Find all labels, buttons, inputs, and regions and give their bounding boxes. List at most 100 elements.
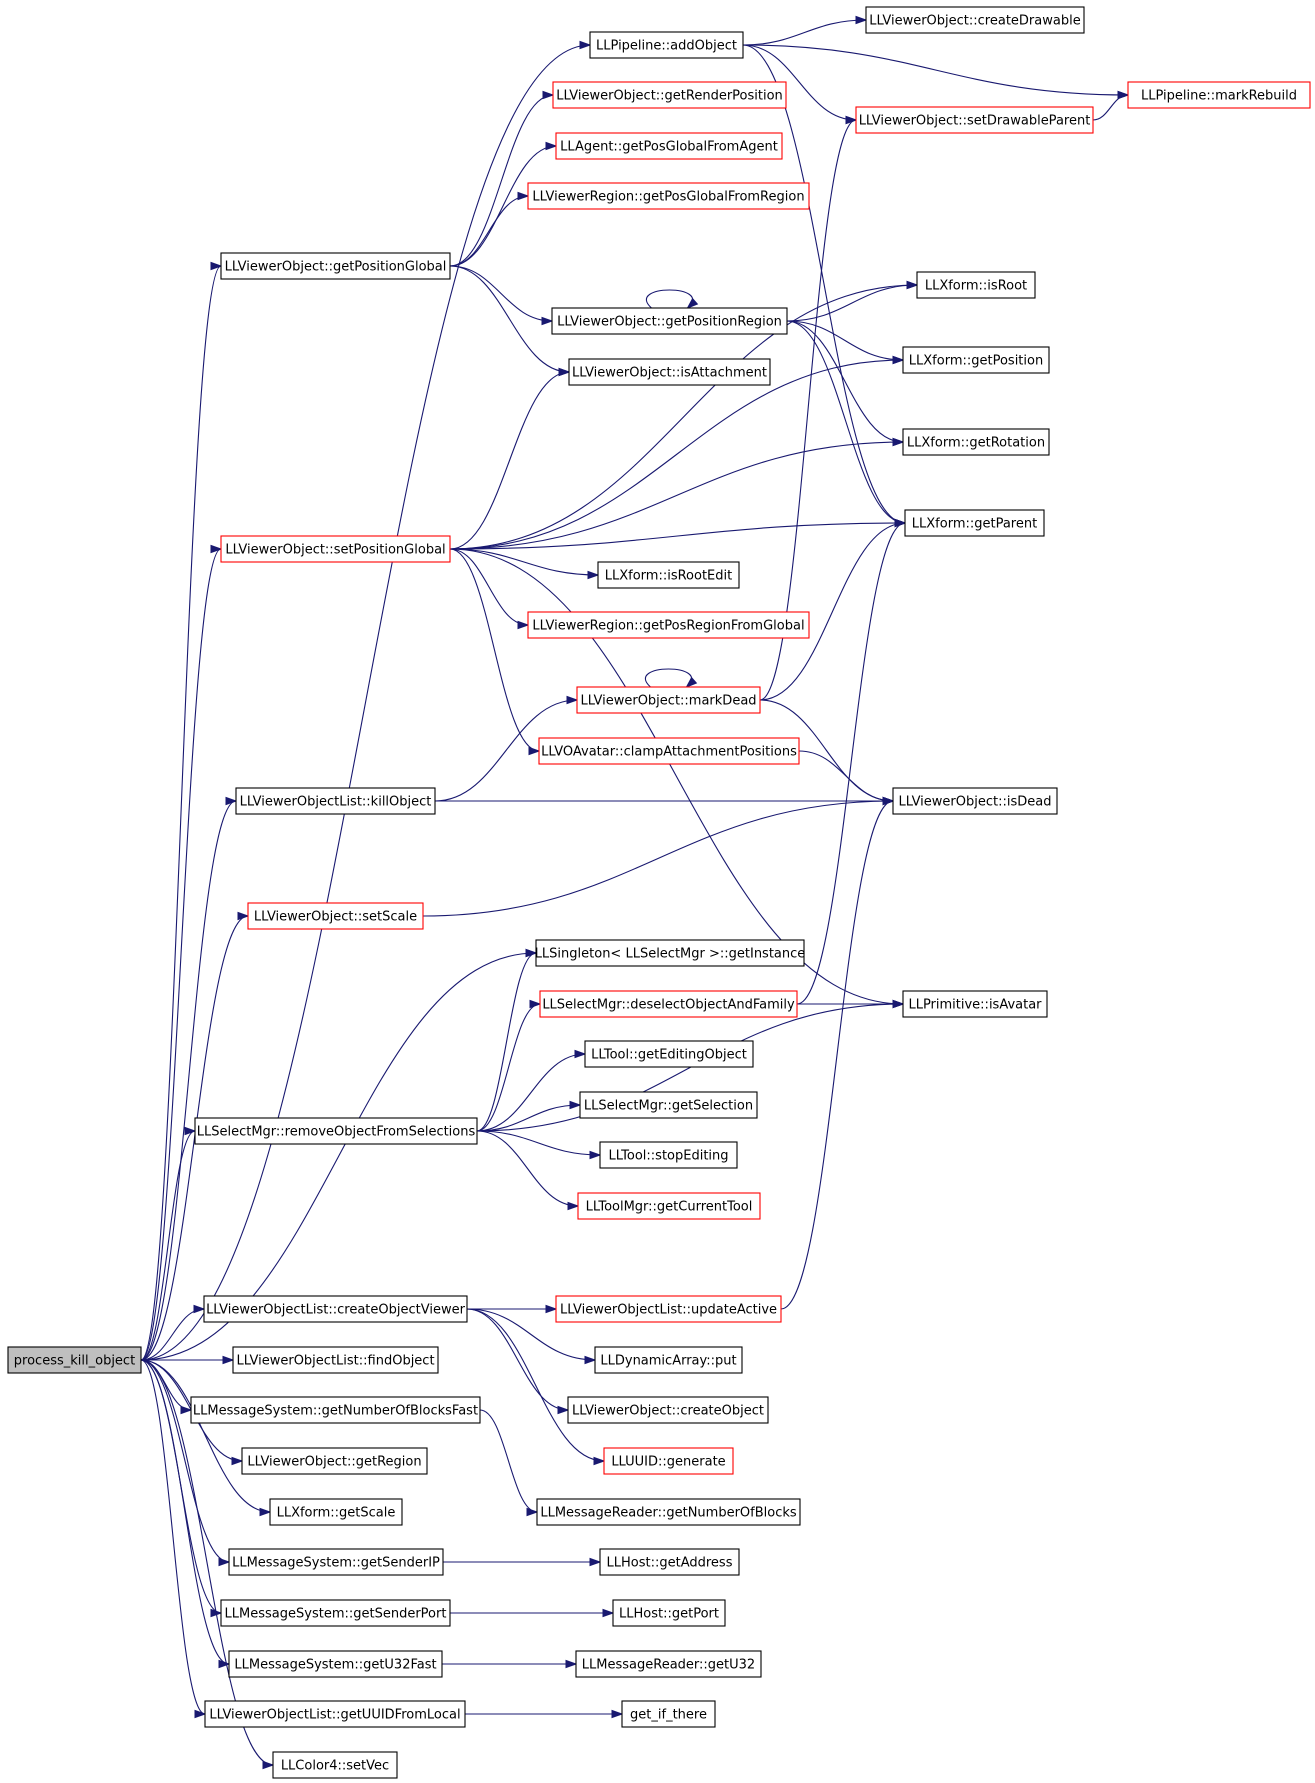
edge-removeObjectFromSelections-to-getSelection-arrowhead [569,1100,582,1110]
edge-addObject-to-getParent [742,44,906,524]
node-isAttachment[interactable]: LLViewerObject::isAttachment [568,358,771,386]
node-getPosRegionFromGlobal[interactable]: LLViewerRegion::getPosRegionFromGlobal [527,611,810,639]
node-label: LLPipeline::markRebuild [1141,89,1297,104]
node-clampAttachmentPositions[interactable]: LLVOAvatar::clampAttachmentPositions [538,737,800,765]
node-markRebuild[interactable]: LLPipeline::markRebuild [1127,81,1311,109]
node-getNumberOfBlocks[interactable]: LLMessageReader::getNumberOfBlocks [536,1498,801,1526]
node-getSenderIP[interactable]: LLMessageSystem::getSenderIP [228,1548,444,1576]
node-setPositionGlobal[interactable]: LLViewerObject::setPositionGlobal [220,535,451,563]
node-label: LLHost::getAddress [607,1556,733,1571]
edge-createObjectViewer-to-put [466,1308,596,1361]
node-label: LLMessageReader::getU32 [582,1658,755,1673]
node-getRegion[interactable]: LLViewerObject::getRegion [241,1447,428,1475]
node-createDrawable[interactable]: LLViewerObject::createDrawable [865,6,1085,34]
node-label: LLSingleton< LLSelectMgr >::getInstance [535,947,806,962]
node-getAddress[interactable]: LLHost::getAddress [599,1548,740,1576]
node-markDead[interactable]: LLViewerObject::markDead [576,686,761,714]
node-box [204,1700,466,1728]
node-label: LLViewerRegion::getPosRegionFromGlobal [532,619,804,634]
node-getNumberOfBlocksFast[interactable]: LLMessageSystem::getNumberOfBlocksFast [190,1396,481,1424]
node-getScale[interactable]: LLXform::getScale [269,1498,403,1526]
edge-markDead-to-setDrawableParent [759,119,857,701]
node-label: LLViewerObject::getRegion [247,1455,421,1470]
node-box [272,1751,398,1779]
node-box [232,1346,439,1374]
node-setVec[interactable]: LLColor4::setVec [272,1751,398,1779]
edge-markDead-to-getParent [759,522,906,701]
node-getU32[interactable]: LLMessageReader::getU32 [575,1650,762,1678]
node-addObject[interactable]: LLPipeline::addObject [589,31,744,59]
edge-setPositionGlobal-to-isRoot-arrowhead [906,280,919,290]
node-process_kill_object[interactable]: process_kill_object [7,1346,142,1374]
edge-removeObjectFromSelections-to-deselectObjectAndFamily [476,1003,541,1132]
node-label: LLDynamicArray::put [600,1354,736,1369]
edge-addObject-to-markRebuild [742,44,1129,96]
node-box [576,686,761,714]
node-box [7,1346,142,1374]
node-createObject[interactable]: LLViewerObject::createObject [567,1396,769,1424]
edge-removeObjectFromSelections-to-stopEditing [476,1130,601,1156]
node-isRoot[interactable]: LLXform::isRoot [916,271,1036,299]
node-box [247,902,424,930]
node-getPosition[interactable]: LLXform::getPosition [902,346,1050,374]
node-put[interactable]: LLDynamicArray::put [594,1346,743,1374]
node-getRenderPosition[interactable]: LLViewerObject::getRenderPosition [552,81,787,109]
node-label: LLTool::getEditingObject [591,1048,747,1063]
node-isRootEdit[interactable]: LLXform::isRootEdit [597,561,740,589]
node-box [902,990,1048,1018]
node-getRotation[interactable]: LLXform::getRotation [902,428,1050,456]
node-getPosGlobalFromRegion[interactable]: LLViewerRegion::getPosGlobalFromRegion [527,182,810,210]
node-setDrawableParent[interactable]: LLViewerObject::setDrawableParent [855,106,1094,134]
node-updateActive[interactable]: LLViewerObjectList::updateActive [555,1295,782,1323]
node-label: LLViewerObjectList::killObject [240,795,432,810]
node-deselectObjectAndFamily[interactable]: LLSelectMgr::deselectObjectAndFamily [539,990,798,1018]
node-isAvatar[interactable]: LLPrimitive::isAvatar [902,990,1048,1018]
node-getPosGlobalFromAgent[interactable]: LLAgent::getPosGlobalFromAgent [555,132,783,160]
node-label: LLHost::getPort [619,1607,719,1622]
node-label: LLMessageSystem::getSenderPort [225,1607,447,1622]
edge-setPositionGlobal-to-isRootEdit-arrowhead [587,570,600,580]
node-box [527,611,810,639]
node-getSenderPort[interactable]: LLMessageSystem::getSenderPort [220,1599,451,1627]
node-getU32Fast[interactable]: LLMessageSystem::getU32Fast [228,1650,443,1678]
node-removeObjectFromSelections[interactable]: LLSelectMgr::removeObjectFromSelections [194,1117,478,1145]
node-findObject[interactable]: LLViewerObjectList::findObject [232,1346,439,1374]
node-box [916,271,1036,299]
node-box [892,787,1058,815]
node-get_if_there[interactable]: get_if_there [621,1700,716,1728]
node-box [568,358,771,386]
node-getInstance[interactable]: LLSingleton< LLSelectMgr >::getInstance [535,939,806,967]
node-getEditingObject[interactable]: LLTool::getEditingObject [584,1040,754,1068]
node-getSelection[interactable]: LLSelectMgr::getSelection [579,1091,758,1119]
edge-removeObjectFromSelections-to-isAvatar-arrowhead [892,999,905,1009]
node-getPort[interactable]: LLHost::getPort [612,1599,726,1627]
node-box [190,1396,481,1424]
edge-getPositionRegion-to-getPosition [786,320,904,361]
edge-process_kill_object-to-findObject-arrowhead [222,1355,235,1365]
node-label: LLViewerObject::setPositionGlobal [225,543,445,558]
edge-getPositionGlobal-to-getPosGlobalFromRegion [449,195,529,267]
edge-process_kill_object-to-getSenderIP-arrowhead [218,1557,231,1567]
node-generate[interactable]: LLUUID::generate [603,1447,734,1475]
node-getPositionGlobal[interactable]: LLViewerObject::getPositionGlobal [220,252,451,280]
node-getParent[interactable]: LLXform::getParent [904,509,1045,537]
node-killObject[interactable]: LLViewerObjectList::killObject [235,787,436,815]
node-setScale[interactable]: LLViewerObject::setScale [247,902,424,930]
node-isDead[interactable]: LLViewerObject::isDead [892,787,1058,815]
edge-createObjectViewer-to-generate-arrowhead [593,1456,606,1466]
node-getUUIDFromLocal[interactable]: LLViewerObjectList::getUUIDFromLocal [204,1700,466,1728]
edge-getPositionRegion-to-getParent [786,320,906,524]
edge-createObjectViewer-to-put-arrowhead [584,1355,597,1365]
edge-getPositionRegion-to-getPositionRegion-arrowhead [686,297,699,309]
node-getPositionRegion[interactable]: LLViewerObject::getPositionRegion [551,307,788,335]
node-label: LLXform::getPosition [909,354,1043,369]
node-getCurrentTool[interactable]: LLToolMgr::getCurrentTool [577,1192,761,1220]
node-box [235,787,436,815]
node-createObjectViewer[interactable]: LLViewerObjectList::createObjectViewer [203,1295,468,1323]
node-box [220,252,451,280]
node-stopEditing[interactable]: LLTool::stopEditing [599,1141,738,1169]
edge-process_kill_object-to-setPositionGlobal [140,548,222,1361]
edge-killObject-to-markDead-arrowhead [566,695,579,705]
edge-getPositionGlobal-to-isAttachment [449,265,570,373]
